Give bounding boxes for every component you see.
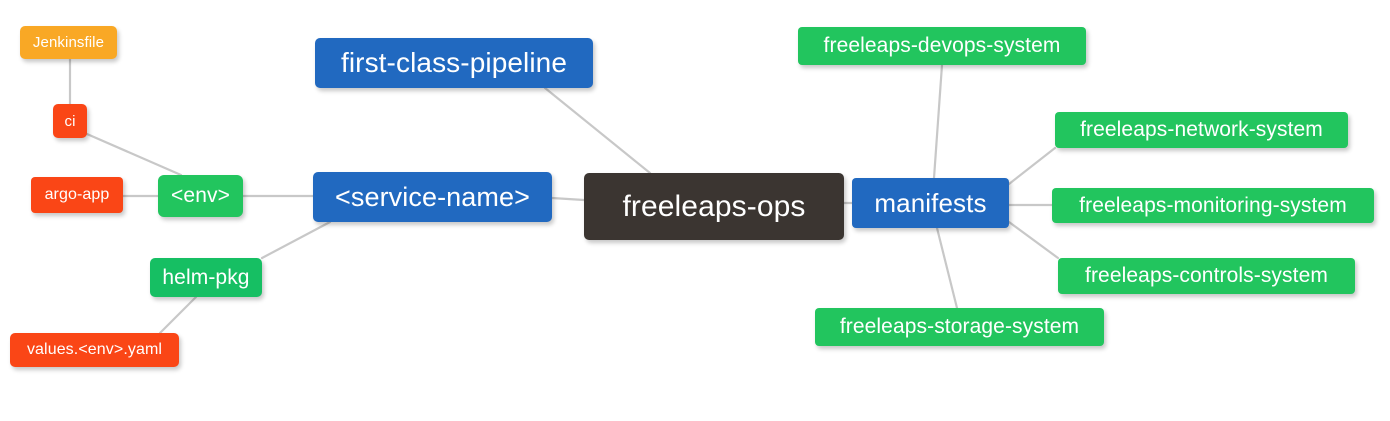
- node-first-class-pipeline[interactable]: first-class-pipeline: [315, 38, 593, 88]
- edge-manifests-to-freeleaps-network-system: [1007, 146, 1057, 186]
- edge-values-yaml-to-helm-pkg: [158, 295, 198, 335]
- edge-ci-to-env: [85, 132, 183, 177]
- node-service-name[interactable]: <service-name>: [313, 172, 552, 222]
- node-values-yaml[interactable]: values.<env>.yaml: [10, 333, 179, 367]
- node-freeleaps-monitoring-system[interactable]: freeleaps-monitoring-system: [1052, 188, 1374, 223]
- node-freeleaps-ops[interactable]: freeleaps-ops: [584, 173, 844, 240]
- edge-manifests-to-freeleaps-storage-system: [935, 226, 959, 310]
- node-helm-pkg[interactable]: helm-pkg: [150, 258, 262, 297]
- edge-manifests-to-freeleaps-controls-system: [1007, 220, 1060, 260]
- node-freeleaps-network-system[interactable]: freeleaps-network-system: [1055, 112, 1348, 148]
- node-freeleaps-devops-system[interactable]: freeleaps-devops-system: [798, 27, 1086, 65]
- node-freeleaps-storage-system[interactable]: freeleaps-storage-system: [815, 308, 1104, 346]
- node-jenkinsfile[interactable]: Jenkinsfile: [20, 26, 117, 59]
- edge-helm-pkg-to-service-name: [260, 220, 332, 260]
- node-ci[interactable]: ci: [53, 104, 87, 138]
- edge-manifests-to-freeleaps-devops-system: [932, 63, 944, 180]
- node-manifests[interactable]: manifests: [852, 178, 1009, 228]
- edge-first-class-pipeline-to-freeleaps-ops: [543, 86, 652, 175]
- edge-service-name-to-freeleaps-ops: [550, 196, 586, 202]
- node-freeleaps-controls-system[interactable]: freeleaps-controls-system: [1058, 258, 1355, 294]
- node-env[interactable]: <env>: [158, 175, 243, 217]
- node-argo-app[interactable]: argo-app: [31, 177, 123, 213]
